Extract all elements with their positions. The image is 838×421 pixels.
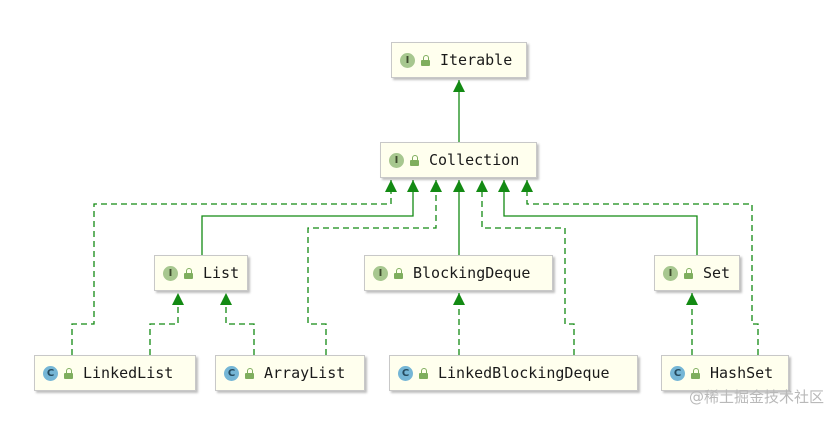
node-label: HashSet	[710, 364, 774, 382]
node-label: LinkedBlockingDeque	[438, 364, 610, 382]
public-lock-icon	[421, 54, 430, 66]
node-linked-list[interactable]: C LinkedList	[34, 355, 196, 391]
node-collection[interactable]: I Collection	[380, 142, 537, 178]
node-list[interactable]: I List	[154, 255, 248, 291]
public-lock-icon	[684, 267, 693, 279]
node-blocking-deque[interactable]: I BlockingDeque	[364, 255, 553, 291]
edge-linked-blocking-deque-to-collection	[476, 180, 575, 355]
public-lock-icon	[245, 367, 254, 379]
node-set[interactable]: I Set	[654, 255, 740, 291]
node-iterable[interactable]: I Iterable	[391, 42, 527, 78]
public-lock-icon	[419, 367, 428, 379]
node-label: BlockingDeque	[413, 264, 531, 282]
interface-icon: I	[389, 152, 404, 168]
class-icon: C	[398, 365, 413, 381]
public-lock-icon	[64, 367, 73, 379]
node-array-list[interactable]: C ArrayList	[215, 355, 365, 391]
node-label: Iterable	[440, 51, 513, 69]
public-lock-icon	[184, 267, 193, 279]
node-label: Set	[703, 264, 731, 282]
interface-icon: I	[163, 265, 178, 281]
interface-icon: I	[663, 265, 678, 281]
class-icon: C	[670, 365, 685, 381]
node-label: LinkedList	[83, 364, 174, 382]
class-icon: C	[43, 365, 58, 381]
node-label: ArrayList	[264, 364, 346, 382]
edge-array-list-to-list	[220, 293, 255, 355]
watermark: @稀土掘金技术社区	[688, 388, 824, 406]
interface-icon: I	[373, 265, 388, 281]
edge-set-to-collection	[498, 180, 698, 255]
edge-list-to-collection	[201, 180, 419, 255]
node-linked-blocking-deque[interactable]: C LinkedBlockingDeque	[389, 355, 638, 391]
class-icon: C	[224, 365, 239, 381]
node-label: List	[203, 264, 240, 282]
public-lock-icon	[410, 154, 419, 166]
edge-hash-set-to-collection	[521, 180, 759, 355]
interface-icon: I	[400, 52, 415, 68]
node-label: Collection	[429, 151, 520, 169]
node-hash-set[interactable]: C HashSet	[661, 355, 789, 391]
edge-linked-list-to-list	[149, 293, 184, 355]
public-lock-icon	[394, 267, 403, 279]
edge-linked-list-to-collection	[71, 180, 397, 355]
public-lock-icon	[691, 367, 700, 379]
edge-array-list-to-collection	[307, 180, 442, 355]
